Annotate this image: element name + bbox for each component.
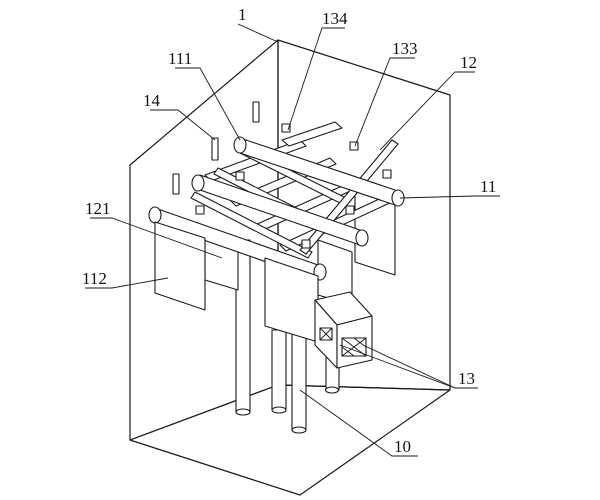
reference-labels: 1 134 133 111 12 14 11 121 112 13 10 [82, 5, 496, 456]
label-11: 11 [480, 177, 496, 196]
wall-rod-14 [212, 138, 218, 160]
tube-end-cap [356, 230, 368, 246]
label-121: 121 [85, 199, 111, 218]
label-112: 112 [82, 269, 107, 288]
support-post-foot [272, 407, 286, 413]
leader-line-12 [380, 72, 475, 150]
label-14: 14 [143, 91, 161, 110]
leader-line-133 [355, 58, 415, 146]
wall-rod [253, 102, 259, 122]
label-10: 10 [394, 437, 411, 456]
label-111: 111 [168, 49, 192, 68]
support-post-foot [236, 409, 250, 415]
wall-rod [173, 174, 179, 194]
support-post-foot [292, 427, 306, 433]
leader-line-13b [340, 345, 455, 388]
label-133: 133 [392, 39, 418, 58]
nozzle-elbow [196, 206, 204, 214]
nozzle-elbow [383, 170, 391, 178]
leader-line-14 [150, 110, 215, 140]
hanging-plate-112 [155, 222, 205, 310]
control-box [315, 292, 372, 368]
tube-end-cap [192, 175, 204, 191]
nozzle-elbow [236, 172, 244, 180]
nozzle-elbow [302, 240, 310, 248]
label-13: 13 [458, 369, 475, 388]
top-carrier-bar [282, 122, 342, 146]
leader-line-1 [238, 24, 278, 42]
label-12: 12 [460, 53, 477, 72]
leader-line-111 [175, 68, 240, 140]
leader-line-134 [288, 28, 345, 130]
nozzle-elbow-133 [350, 142, 358, 150]
support-post-foot [326, 387, 339, 393]
support-post [292, 330, 306, 430]
nozzle-elbow [346, 206, 354, 214]
label-134: 134 [322, 9, 348, 28]
support-post [272, 330, 286, 410]
tube-end-cap-111 [149, 207, 161, 223]
label-1: 1 [238, 5, 247, 24]
